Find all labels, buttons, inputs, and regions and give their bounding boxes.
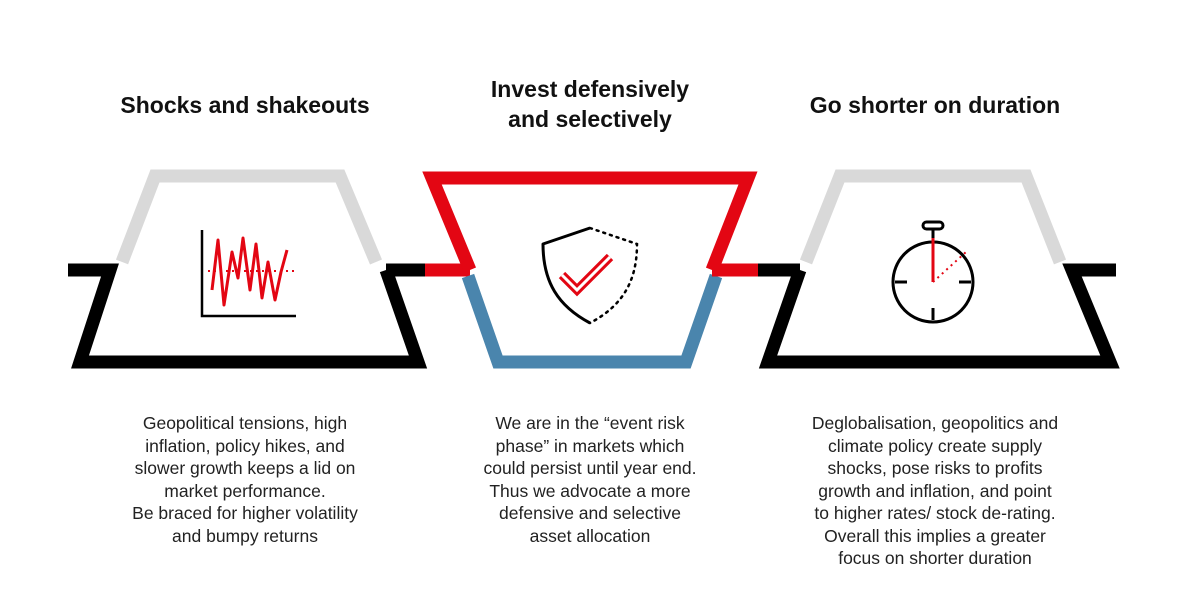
panel-2-title-line: and selectively [508, 106, 672, 132]
panel-2-bottom-outline [461, 273, 723, 369]
panel-1-description: Geopolitical tensions, high inflation, p… [80, 412, 410, 547]
panel-2-desc-line: phase” in markets which [495, 435, 685, 456]
panel-3-title-line: Go shorter on duration [809, 92, 1061, 118]
panel-1-desc-line: and bumpy returns [172, 525, 318, 546]
panel-1-top-outline [115, 169, 382, 265]
panel-3-desc-line: Overall this implies a greater [824, 525, 1046, 546]
panel-3-desc-line: to higher rates/ stock de-rating. [814, 503, 1056, 523]
panel-2-desc-line: could persist until year end. [483, 458, 697, 478]
panel-2-title: Invest defensively and selectively [420, 74, 760, 134]
panel-1-desc-line: Geopolitical tensions, high [142, 413, 348, 433]
panel-1-desc-line: market performance. [164, 480, 326, 501]
panel-2-desc-line: We are in the “event risk [495, 413, 685, 433]
volatile-line-chart-icon [200, 230, 296, 318]
panel-1-bottom-outline [68, 263, 428, 369]
shield-check-icon [541, 226, 639, 325]
panel-3-desc-line: climate policy create supply [828, 435, 1042, 456]
panel-3-desc-line: shocks, pose risks to profits [827, 458, 1043, 478]
panel-1-title: Shocks and shakeouts [60, 90, 430, 120]
panel-2-title-line: Invest defensively [490, 76, 690, 102]
panel-3-description: Deglobalisation, geopolitics and climate… [760, 412, 1110, 570]
panel-3-desc-line: growth and inflation, and point [818, 480, 1052, 501]
panel-2-description: We are in the “event risk phase” in mark… [430, 412, 750, 547]
panel-1-title-line: Shocks and shakeouts [120, 92, 370, 118]
panel-2-top-outline [422, 171, 758, 273]
panel-1-desc-line: slower growth keeps a lid on [134, 458, 356, 478]
panel-1-desc-line: Be braced for higher volatility [132, 503, 358, 523]
panel-3-top-outline [799, 169, 1067, 265]
panel-1-desc-line: inflation, policy hikes, and [145, 435, 345, 456]
panel-2-desc-line: asset allocation [529, 525, 651, 546]
panel-3-desc-line: Deglobalisation, geopolitics and [811, 413, 1059, 433]
panel-2-desc-line: defensive and selective [499, 503, 681, 523]
panel-3-desc-line: focus on shorter duration [838, 548, 1032, 568]
panel-3-bottom-outline [758, 263, 1120, 369]
stopwatch-icon [891, 220, 975, 324]
panel-2-desc-line: Thus we advocate a more [489, 480, 691, 501]
panel-3-title: Go shorter on duration [750, 90, 1120, 120]
